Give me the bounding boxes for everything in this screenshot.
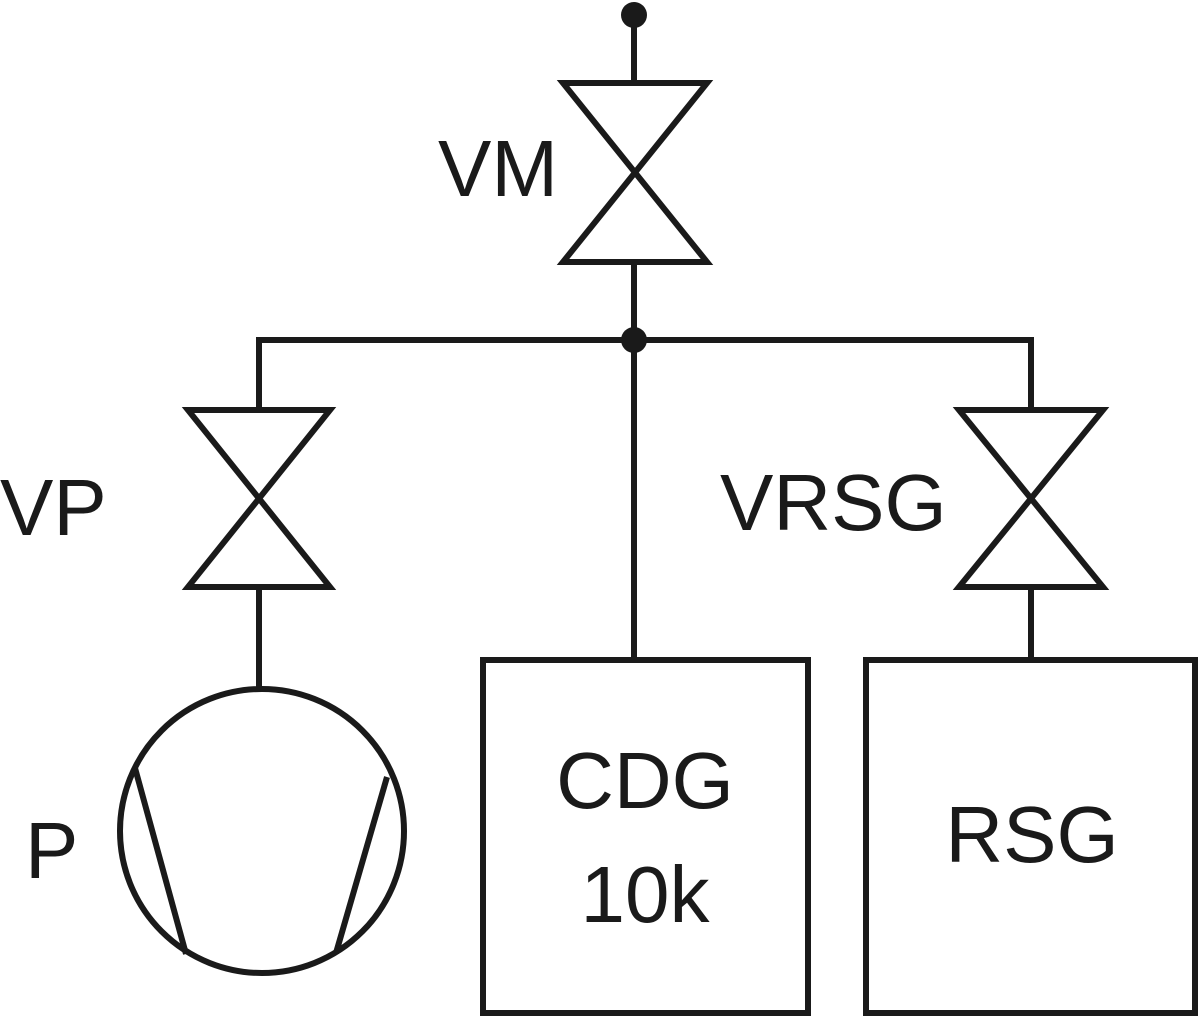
valve-vm-label: VM xyxy=(438,124,558,213)
pump-right-stroke xyxy=(333,776,390,954)
valve-vp xyxy=(181,407,337,590)
cdg-gauge-range: 10k xyxy=(581,850,711,939)
manifold-line xyxy=(256,337,1034,410)
rsg-gauge-label: RSG xyxy=(945,790,1118,879)
valve-vrsg-symbol xyxy=(952,407,1110,590)
pump-symbol xyxy=(117,686,407,976)
valve-vm xyxy=(556,80,714,265)
valve-vm-symbol xyxy=(556,80,714,265)
valve-vp-label: VP xyxy=(0,463,107,552)
valve-vp-symbol xyxy=(181,407,337,590)
valve-vrsg xyxy=(952,407,1110,590)
pump-circle xyxy=(117,686,407,976)
cdg-gauge-label: CDG xyxy=(556,736,734,825)
cdg-gauge-box xyxy=(480,657,811,1016)
rsg-gauge-box xyxy=(863,657,1198,1016)
pump-label: P xyxy=(25,806,78,895)
pump-left-stroke xyxy=(132,767,189,955)
valve-vrsg-label: VRSG xyxy=(720,458,947,547)
